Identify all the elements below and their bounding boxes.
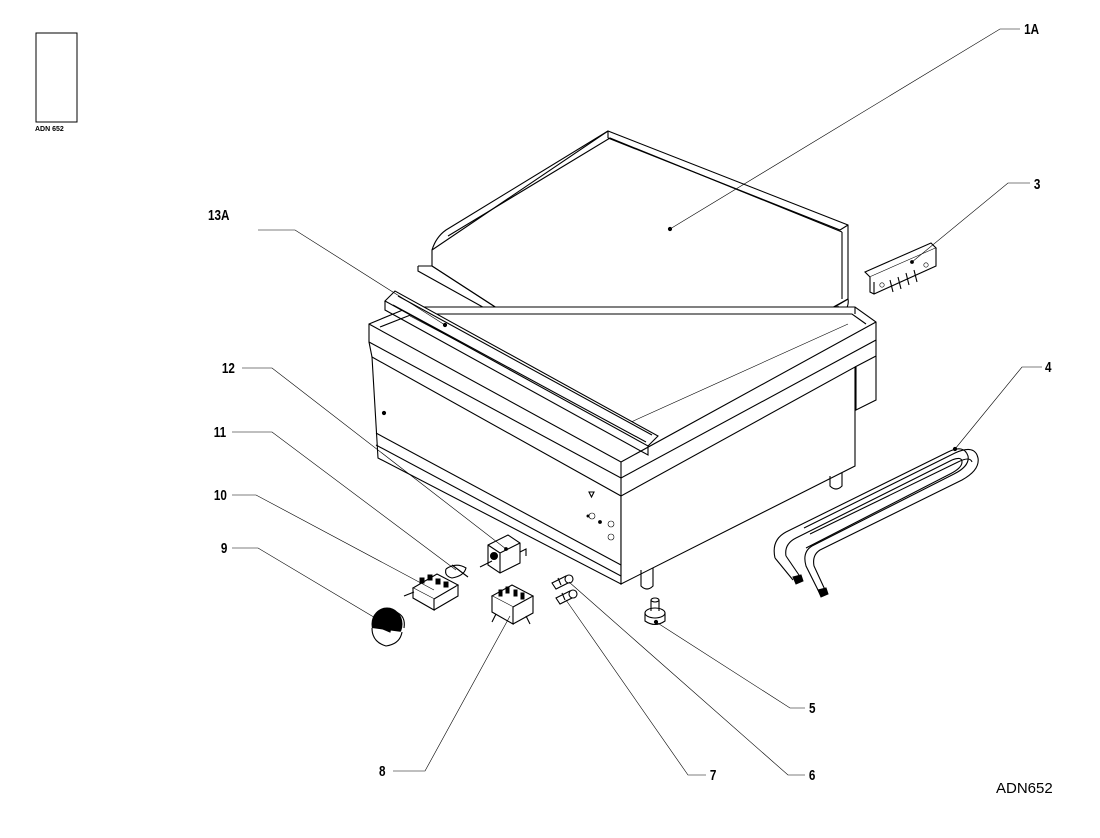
callout-6: 6 [809, 767, 816, 784]
callout-10: 10 [214, 487, 227, 504]
callout-7: 7 [710, 767, 717, 784]
contactor-part [490, 584, 535, 625]
thumbnail: ADN 652 [35, 32, 78, 133]
callout-11: 11 [214, 424, 227, 441]
callout-1A: 1A [1024, 21, 1039, 38]
guard-rail-part [384, 290, 659, 456]
callout-labels: 1A 3 13A 12 4 11 10 9 5 8 7 6 [208, 21, 1052, 784]
callout-12: 12 [222, 360, 235, 377]
thermostat-part [479, 534, 527, 574]
thumbnail-code: ADN 652 [35, 126, 64, 133]
lamp-part-b [555, 589, 578, 605]
callout-8: 8 [379, 763, 386, 780]
spring-clip-part [445, 564, 469, 579]
callout-3: 3 [1034, 176, 1041, 193]
cabinet-body-part [368, 306, 877, 590]
heating-element-part [773, 446, 979, 598]
leader-lines [232, 28, 1042, 776]
switch-part [403, 573, 460, 611]
callout-4: 4 [1045, 359, 1052, 376]
callout-9: 9 [221, 540, 228, 557]
foot-part [644, 597, 666, 626]
lamp-part [551, 574, 574, 590]
thumbnail-frame [35, 32, 78, 123]
callout-13A: 13A [208, 207, 230, 224]
callout-5: 5 [809, 700, 816, 717]
knob-part [371, 607, 405, 647]
drawing-code: ADN652 [996, 780, 1053, 797]
bracket-part [864, 242, 937, 295]
